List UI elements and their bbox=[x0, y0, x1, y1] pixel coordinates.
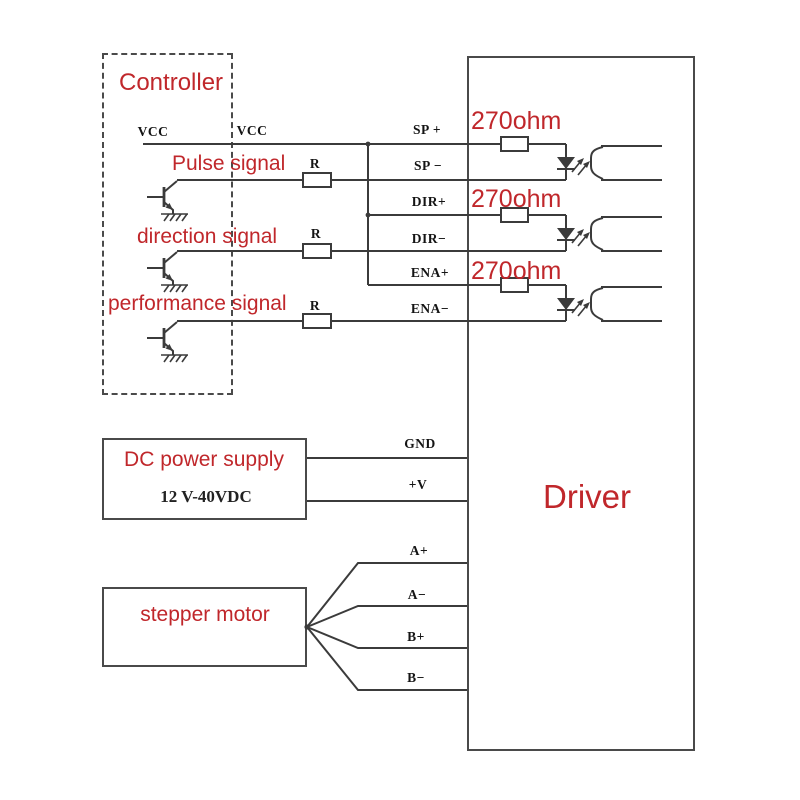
b-plus-wire bbox=[306, 626, 467, 649]
pin-a-minus: A− bbox=[407, 587, 427, 602]
series-resistor-icon bbox=[302, 243, 332, 259]
pin-v: +V bbox=[408, 477, 428, 492]
r-label-performance: R bbox=[309, 298, 321, 313]
stepper-motor-title: stepper motor bbox=[140, 603, 270, 626]
a-minus-wire bbox=[306, 605, 467, 628]
performance-signal-label: performance signal bbox=[108, 292, 287, 315]
power-wires bbox=[307, 457, 467, 502]
pin-dir-plus: DIR+ bbox=[411, 194, 447, 209]
controller-title: Controller bbox=[119, 69, 224, 96]
series-resistor-icon bbox=[302, 172, 332, 188]
pin-gnd: GND bbox=[404, 436, 436, 451]
driver-box bbox=[467, 56, 695, 751]
b-minus-wire bbox=[306, 626, 467, 691]
power-supply-title: DC power supply bbox=[124, 448, 284, 471]
pulse-signal-label: Pulse signal bbox=[172, 152, 286, 175]
pin-ena-minus: ENA− bbox=[410, 301, 450, 316]
pin-b-minus: B− bbox=[407, 670, 425, 685]
power-supply-box bbox=[102, 438, 307, 520]
r-label-direction: R bbox=[310, 226, 322, 241]
pin-sp-plus: SP + bbox=[412, 122, 442, 137]
junction-dot bbox=[365, 212, 371, 218]
power-supply-voltage-range: 12 V-40VDC bbox=[160, 487, 252, 506]
pin-b-plus: B+ bbox=[407, 629, 425, 644]
ohm-label-ena: 270ohm bbox=[471, 257, 562, 285]
motor-wires bbox=[304, 562, 467, 691]
r-label-pulse: R bbox=[309, 156, 321, 171]
series-resistor-icon bbox=[302, 313, 332, 329]
stepper-motor-box bbox=[102, 587, 307, 667]
pin-ena-plus: ENA+ bbox=[410, 265, 450, 280]
pin-a-plus: A+ bbox=[409, 543, 429, 558]
junction-dot bbox=[365, 141, 371, 147]
a-plus-wire bbox=[306, 562, 467, 628]
driver-title: Driver bbox=[543, 478, 631, 515]
ohm-label-sp: 270ohm bbox=[471, 107, 562, 135]
vcc-label-inside: VCC bbox=[137, 124, 169, 139]
pin-sp-minus: SP − bbox=[413, 158, 443, 173]
vcc-label-outside: VCC bbox=[236, 123, 268, 138]
ohm-label-dir: 270ohm bbox=[471, 185, 562, 213]
direction-signal-label: direction signal bbox=[137, 225, 278, 248]
controller-box bbox=[102, 53, 233, 395]
pin-dir-minus: DIR− bbox=[411, 231, 447, 246]
